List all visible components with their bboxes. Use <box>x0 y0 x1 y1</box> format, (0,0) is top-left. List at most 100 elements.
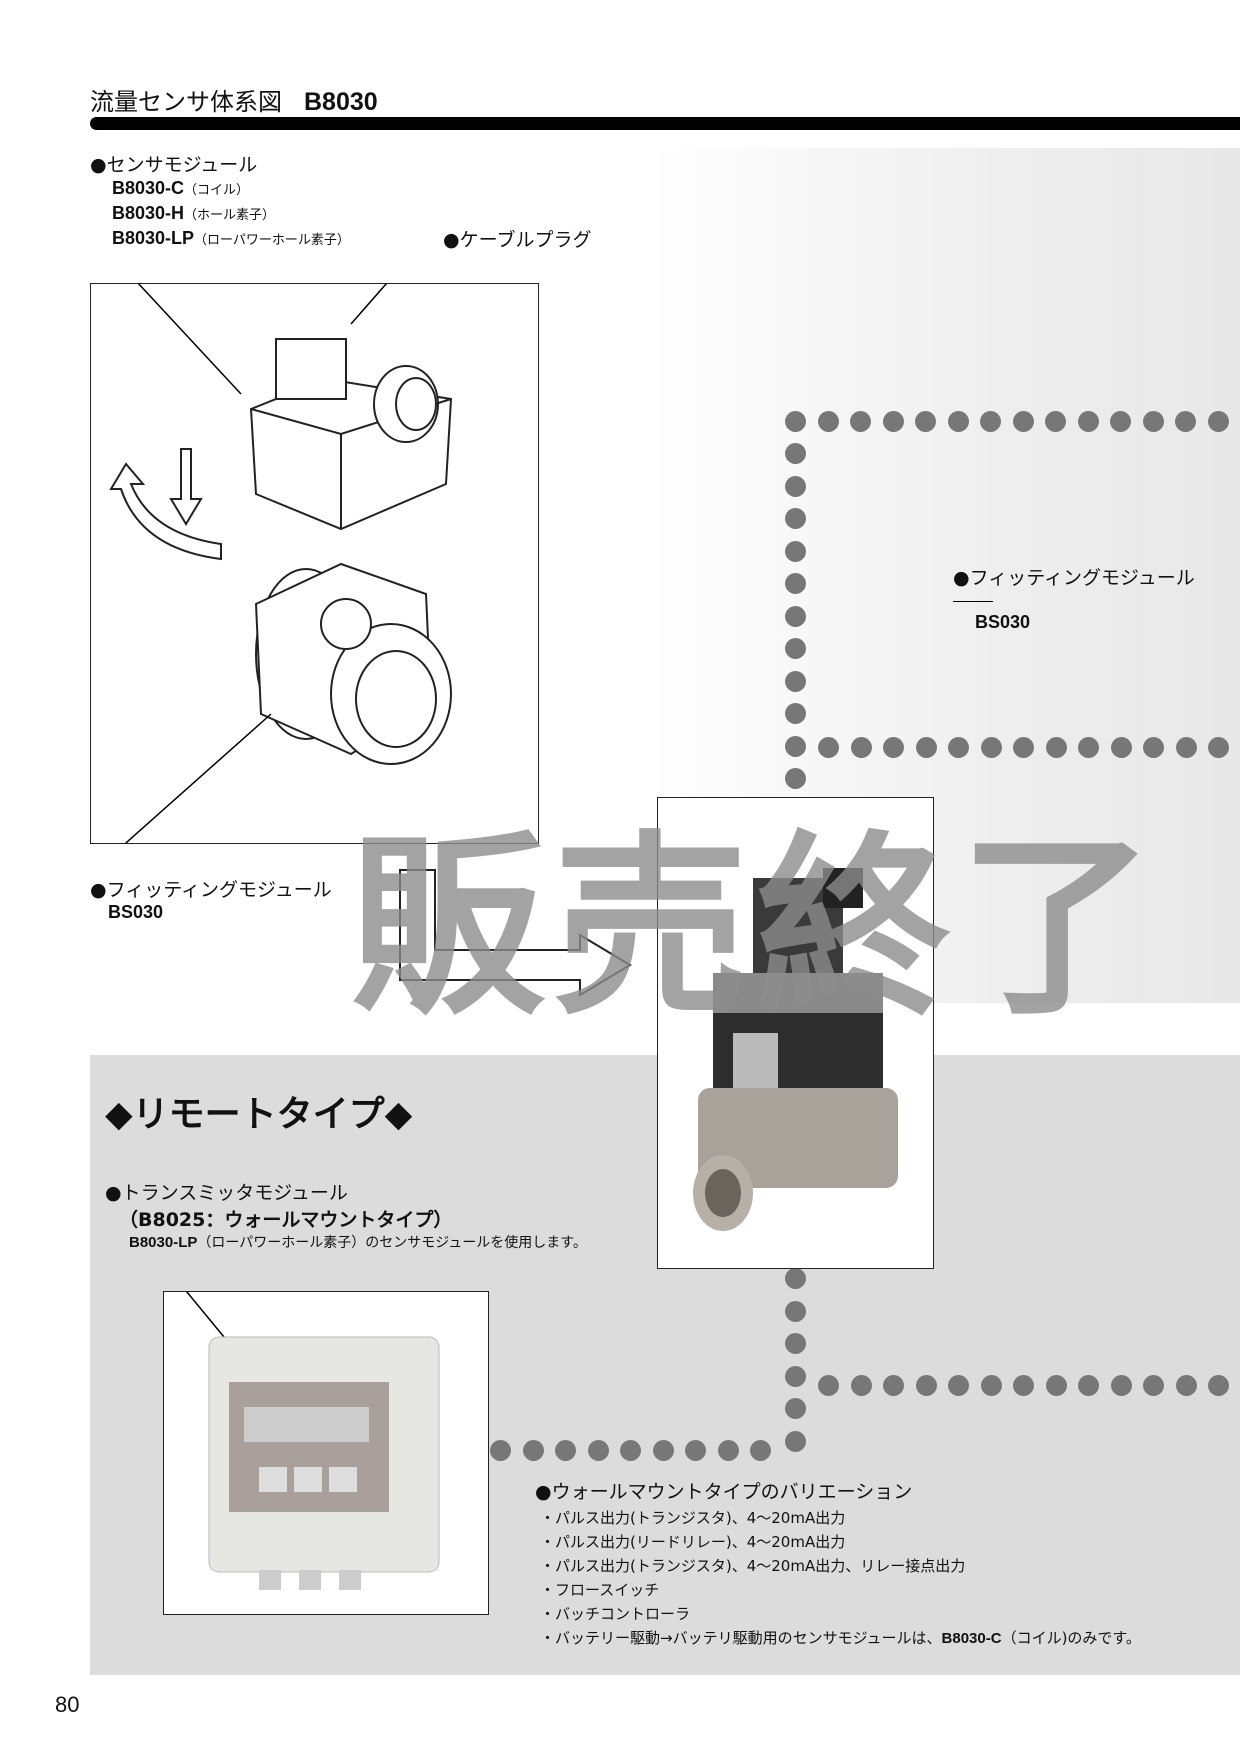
dot <box>1175 1375 1197 1396</box>
dot <box>947 411 969 432</box>
dot <box>785 703 806 724</box>
cable-plug-label: ●ケーブルプラグ <box>443 229 592 251</box>
assembled-sensor-photo <box>657 797 934 1269</box>
arrow-icon <box>399 869 632 997</box>
model-lp-desc: （ローパワーホール素子） <box>194 233 350 248</box>
variation-item: ・バッテリー駆動→バッテリ駆動用のセンサモジュールは、B8030-C（コイル)の… <box>540 1626 1141 1651</box>
transmitter-drawing <box>153 1251 440 1590</box>
dot <box>915 1375 937 1396</box>
fitting-module-label-left: ●フィッティングモジュール BS030 <box>90 875 332 923</box>
dot <box>587 1440 609 1461</box>
dot <box>785 573 806 594</box>
dot <box>785 1333 806 1354</box>
dot <box>750 1440 771 1461</box>
model-c: B8030-C <box>112 178 185 198</box>
dot <box>785 670 806 692</box>
dot <box>1045 1375 1067 1396</box>
dot <box>818 1375 839 1396</box>
model-h: B8030-H <box>112 203 185 223</box>
dot <box>1143 1375 1164 1396</box>
variations-list: ●ウォールマウントタイプのバリエーション ・パルス出力(トランジスタ)、4～20… <box>535 1480 1141 1651</box>
dot <box>620 1440 641 1461</box>
page-number: 80 <box>55 1692 80 1717</box>
discontinued-watermark: 販売終了 <box>350 814 1162 1041</box>
dot <box>915 737 937 758</box>
transmitter-label: ●トランスミッタモジュール （B8025：ウォールマウントタイプ） B8030-… <box>105 1178 587 1252</box>
dot <box>850 1375 872 1396</box>
variation-item: ・バッチコントローラ <box>540 1605 691 1623</box>
dot <box>785 1300 806 1322</box>
dot <box>785 1268 806 1289</box>
note-text: （ローパワーホール素子）のセンサモジュールを使用します。 <box>197 1235 587 1251</box>
dot <box>685 1440 706 1461</box>
dot <box>785 475 806 497</box>
dot <box>818 737 839 758</box>
fitting-heading-left: ●フィッティングモジュール <box>90 879 332 901</box>
dot <box>1077 411 1099 432</box>
fitting-model-right: BS030 <box>975 612 1031 632</box>
page-title: 流量センサ体系図 B8030 <box>90 82 378 117</box>
dot <box>1045 411 1066 432</box>
dot <box>785 411 806 432</box>
dot <box>1078 737 1099 758</box>
dot <box>785 508 806 529</box>
sensor-assembly-drawing <box>90 243 453 875</box>
variation-item: ・パルス出力(リードリレー)、4～20mA出力 <box>540 1533 846 1551</box>
dot <box>785 768 806 789</box>
dot <box>1012 411 1034 432</box>
dot <box>785 540 806 562</box>
dot <box>1208 737 1229 758</box>
sensor-module-label: ●センサモジュール B8030-C（コイル） B8030-H（ホール素子） B8… <box>90 150 350 252</box>
dot <box>980 1375 1002 1396</box>
model-lp: B8030-LP <box>112 228 195 248</box>
variations-heading: ●ウォールマウントタイプのバリエーション <box>535 1481 913 1503</box>
dot <box>980 737 1002 758</box>
dot <box>1207 411 1229 432</box>
variation-item: ・フロースイッチ <box>540 1581 660 1599</box>
dot <box>555 1440 576 1461</box>
variation-item: ・パルス出力(トランジスタ)、4～20mA出力、リレー接点出力 <box>540 1557 966 1575</box>
dot <box>850 737 872 758</box>
dot <box>1078 1375 1099 1396</box>
dot <box>1175 737 1197 758</box>
dot <box>948 1375 969 1396</box>
title-rule <box>90 117 1240 130</box>
remote-type-title: ◆リモートタイプ◆ <box>105 1094 413 1135</box>
transmitter-heading: ●トランスミッタモジュール <box>105 1182 348 1204</box>
sensor-module-heading: ●センサモジュール <box>90 154 258 176</box>
fitting-module-label-right: ●フィッティングモジュール BS030 <box>953 563 1240 633</box>
dot <box>785 1398 806 1419</box>
dot <box>1013 1375 1034 1396</box>
model-c-desc: （コイル） <box>184 183 250 198</box>
transmitter-subheading: （B8025：ウォールマウントタイプ） <box>119 1209 453 1231</box>
variation-item: ・パルス出力(トランジスタ)、4～20mA出力 <box>540 1509 846 1527</box>
dot <box>785 443 806 464</box>
dot <box>882 411 904 432</box>
dot <box>1110 411 1131 432</box>
dot <box>883 1375 904 1396</box>
dot <box>785 1365 806 1387</box>
fitting-heading-right: ●フィッティングモジュール <box>953 567 1195 589</box>
dot <box>948 737 969 758</box>
dot <box>785 605 806 627</box>
dot <box>1143 737 1164 758</box>
exploded-diagram <box>90 243 539 875</box>
fitting-model-left: BS030 <box>108 902 164 922</box>
dot <box>1013 737 1034 758</box>
dot <box>915 411 936 432</box>
dot <box>1110 737 1132 758</box>
dot <box>850 411 871 432</box>
title-text: 流量センサ体系図 <box>90 88 282 116</box>
dot <box>785 638 806 659</box>
title-model: B8030 <box>304 88 378 116</box>
dot <box>817 411 839 432</box>
dot <box>490 1440 511 1461</box>
sensor-photo-drawing <box>693 868 898 1231</box>
dot <box>1175 411 1196 432</box>
dot <box>717 1440 739 1461</box>
model-h-desc: （ホール素子） <box>184 208 276 223</box>
dot <box>1142 411 1164 432</box>
transmitter-photo <box>153 1251 489 1615</box>
dot <box>785 735 806 757</box>
